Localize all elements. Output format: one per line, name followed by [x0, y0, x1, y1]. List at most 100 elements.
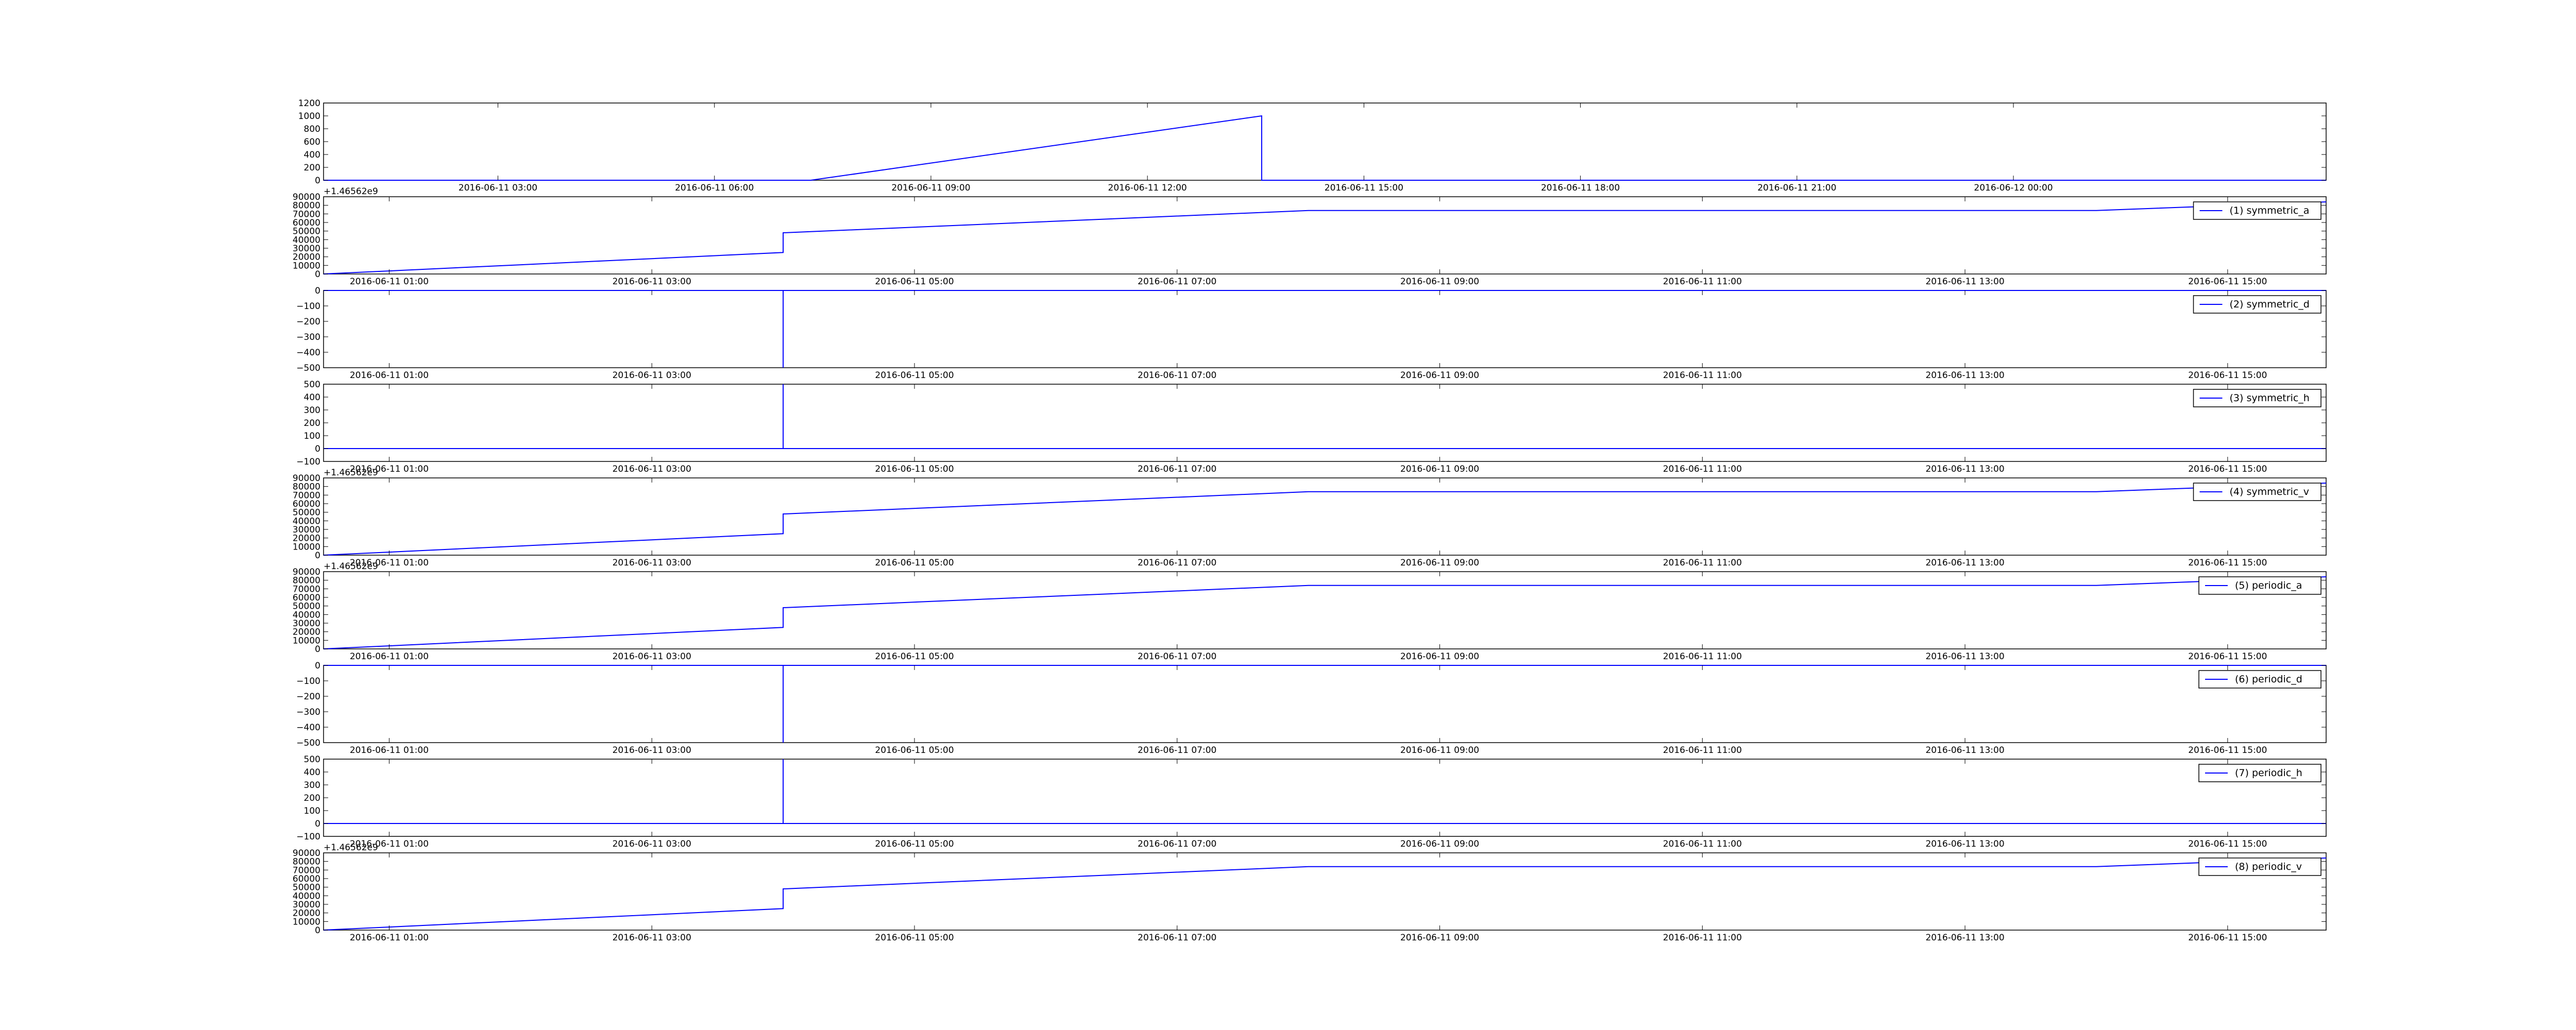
- y-tick-label: 300: [304, 780, 320, 791]
- y-tick-label: −100: [296, 301, 320, 312]
- legend: (3) symmetric_h: [2193, 389, 2321, 407]
- legend: (6) periodic_d: [2198, 670, 2321, 689]
- y-tick-label: 500: [304, 754, 320, 765]
- y-tick-label: 50000: [293, 227, 320, 237]
- y-tick-label: 10000: [293, 917, 320, 927]
- x-tick-label: 2016-06-11 11:00: [1663, 558, 1742, 568]
- x-tick-label: 2016-06-11 05:00: [875, 464, 954, 474]
- x-tick-label: 2016-06-11 01:00: [350, 745, 429, 756]
- y-tick-label: −300: [296, 332, 320, 342]
- y-tick-label: 0: [315, 661, 320, 671]
- x-tick-label: 2016-06-11 09:00: [1400, 933, 1479, 943]
- y-tick-label: 100: [304, 806, 320, 816]
- legend-label: (1) symmetric_a: [2230, 205, 2310, 216]
- y-tick-label: 800: [304, 124, 320, 134]
- y-tick-label: 30000: [293, 900, 320, 910]
- y-tick-label: −200: [296, 317, 320, 327]
- series-line: [324, 115, 2326, 181]
- axes-frame: [323, 759, 2327, 837]
- y-tick-label: 40000: [293, 610, 320, 620]
- x-tick-label: 2016-06-11 01:00: [350, 839, 429, 849]
- x-tick-label: 2016-06-11 11:00: [1663, 651, 1742, 662]
- y-tick-label: 400: [304, 150, 320, 160]
- y-tick-label: 60000: [293, 218, 320, 228]
- y-tick-label: 10000: [293, 636, 320, 646]
- x-tick-label: 2016-06-11 13:00: [1925, 370, 2004, 381]
- y-tick-label: 200: [304, 418, 320, 428]
- y-tick-label: 50000: [293, 508, 320, 518]
- y-tick-label: 40000: [293, 516, 320, 526]
- y-tick-label: −500: [296, 363, 320, 373]
- y-tick-label: 0: [315, 176, 320, 186]
- axes-frame: [323, 196, 2327, 274]
- x-tick-label: 2016-06-11 13:00: [1925, 651, 2004, 662]
- y-tick-label: 0: [315, 819, 320, 829]
- y-tick-label: 80000: [293, 482, 320, 492]
- x-tick-label: 2016-06-11 11:00: [1663, 933, 1742, 943]
- y-tick-label: 10000: [293, 261, 320, 271]
- y-tick-label: 400: [304, 767, 320, 778]
- y-tick-label: 10000: [293, 542, 320, 552]
- x-tick-label: 2016-06-11 15:00: [2188, 277, 2267, 287]
- legend-label: (5) periodic_a: [2235, 580, 2302, 591]
- x-tick-label: 2016-06-11 15:00: [2188, 839, 2267, 849]
- y-tick-label: 1200: [298, 98, 320, 109]
- axes-frame: [323, 852, 2327, 931]
- x-tick-label: 2016-06-11 07:00: [1138, 839, 1216, 849]
- y-tick-label: 30000: [293, 525, 320, 535]
- y-tick-label: 20000: [293, 627, 320, 638]
- x-tick-label: 2016-06-11 03:00: [613, 558, 691, 568]
- legend-label: (7) periodic_h: [2235, 767, 2302, 779]
- y-tick-label: −100: [296, 832, 320, 842]
- x-tick-label: 2016-06-11 11:00: [1663, 370, 1742, 381]
- series-line: [324, 665, 2326, 743]
- legend-label: (8) periodic_v: [2235, 861, 2302, 872]
- legend-label: (3) symmetric_h: [2230, 392, 2310, 404]
- x-tick-label: 2016-06-11 15:00: [2188, 933, 2267, 943]
- x-tick-label: 2016-06-11 06:00: [675, 183, 754, 193]
- legend: (1) symmetric_a: [2193, 201, 2321, 220]
- x-tick-label: 2016-06-11 07:00: [1138, 651, 1216, 662]
- y-tick-label: 500: [304, 380, 320, 390]
- axes-frame: [323, 571, 2327, 649]
- y-tick-label: 60000: [293, 874, 320, 884]
- y-tick-label: 80000: [293, 576, 320, 586]
- x-tick-label: 2016-06-11 13:00: [1925, 464, 2004, 474]
- x-tick-label: 2016-06-11 12:00: [1108, 183, 1187, 193]
- y-tick-label: 50000: [293, 602, 320, 612]
- y-tick-label: −400: [296, 723, 320, 733]
- y-tick-label: 0: [315, 286, 320, 296]
- legend: (7) periodic_h: [2198, 764, 2321, 782]
- x-tick-label: 2016-06-11 03:00: [613, 651, 691, 662]
- y-tick-label: 20000: [293, 908, 320, 919]
- series-line: [324, 384, 2326, 449]
- offset-text: +1.46562e9: [324, 561, 378, 572]
- y-tick-label: 70000: [293, 209, 320, 219]
- x-tick-label: 2016-06-11 11:00: [1663, 464, 1742, 474]
- x-tick-label: 2016-06-11 01:00: [350, 277, 429, 287]
- y-tick-label: 0: [315, 444, 320, 454]
- x-tick-label: 2016-06-11 13:00: [1925, 558, 2004, 568]
- y-tick-label: 100: [304, 431, 320, 441]
- x-tick-label: 2016-06-11 03:00: [459, 183, 537, 193]
- y-tick-label: −300: [296, 707, 320, 717]
- series-line: [323, 857, 2327, 931]
- axes-frame: [323, 477, 2327, 556]
- series-line: [323, 201, 2327, 274]
- x-tick-label: 2016-06-11 05:00: [875, 933, 954, 943]
- x-tick-label: 2016-06-11 03:00: [613, 745, 691, 756]
- x-tick-label: 2016-06-11 11:00: [1663, 839, 1742, 849]
- y-tick-label: 30000: [293, 244, 320, 254]
- x-tick-label: 2016-06-11 07:00: [1138, 277, 1216, 287]
- y-tick-label: 30000: [293, 619, 320, 629]
- subplot-9: 0100002000030000400005000060000700008000…: [293, 843, 2327, 943]
- series-line: [323, 483, 2327, 556]
- y-tick-label: 90000: [293, 192, 320, 202]
- axes-frame: [323, 290, 2327, 368]
- x-tick-label: 2016-06-11 07:00: [1138, 558, 1216, 568]
